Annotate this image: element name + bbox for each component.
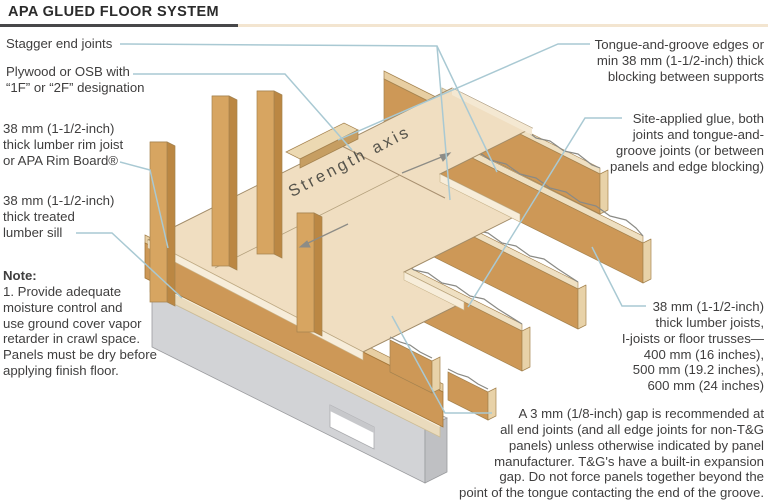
upright-board: [296, 212, 323, 337]
title-rule-light: [0, 24, 768, 27]
label-lumber-joists: 38 mm (1-1/2-inch) thick lumber joists, …: [621, 299, 764, 394]
label-tongue-groove: Tongue-and-groove edges or min 38 mm (1-…: [594, 37, 764, 84]
panel-edge: [403, 271, 465, 311]
leader-joists: [591, 246, 646, 307]
panel-end-joint: [331, 140, 446, 199]
label-lumber-sill: 38 mm (1-1/2-inch) thick treated lumber …: [3, 193, 115, 240]
sill-highlight: [149, 280, 441, 427]
front-joist-end: [389, 336, 441, 394]
front-joist-end: [447, 368, 497, 421]
label-rim-joist: 38 mm (1-1/2-inch) thick lumber rim jois…: [3, 121, 124, 168]
leader-glue: [467, 117, 622, 308]
leader-plywood: [133, 73, 353, 151]
leader-rim-joist: [119, 161, 169, 249]
label-site-applied-glue: Site-applied glue, both joints and tongu…: [610, 111, 764, 174]
strength-axis-arrow-down: [298, 223, 349, 248]
leader-gap: [391, 315, 492, 414]
leader-lines: [76, 43, 646, 414]
page-title: APA GLUED FLOOR SYSTEM: [8, 4, 219, 20]
upright-joist-boards: [149, 90, 323, 337]
leader-stagger-branch: [436, 45, 451, 201]
note-heading: Note:: [3, 268, 37, 283]
note-body: 1. Provide adequate moisture control and…: [3, 283, 157, 379]
leader-tongue-groove: [337, 43, 590, 141]
label-expansion-gap: A 3 mm (1/8-inch) gap is recommended at …: [458, 406, 764, 501]
panel-edge: [452, 88, 532, 135]
upright-board: [149, 141, 176, 307]
leader-sill: [76, 232, 183, 299]
note: Note: 1. Provide adequate moisture contr…: [3, 268, 171, 379]
upright-board: [211, 95, 238, 271]
upright-board: [256, 90, 283, 259]
label-plywood-osb: Plywood or OSB with “1F” or “2F” designa…: [6, 64, 145, 95]
foundation-vent: [329, 404, 375, 450]
label-stagger-end-joints: Stagger end joints: [6, 36, 113, 51]
title-rule-dark: [0, 24, 238, 27]
